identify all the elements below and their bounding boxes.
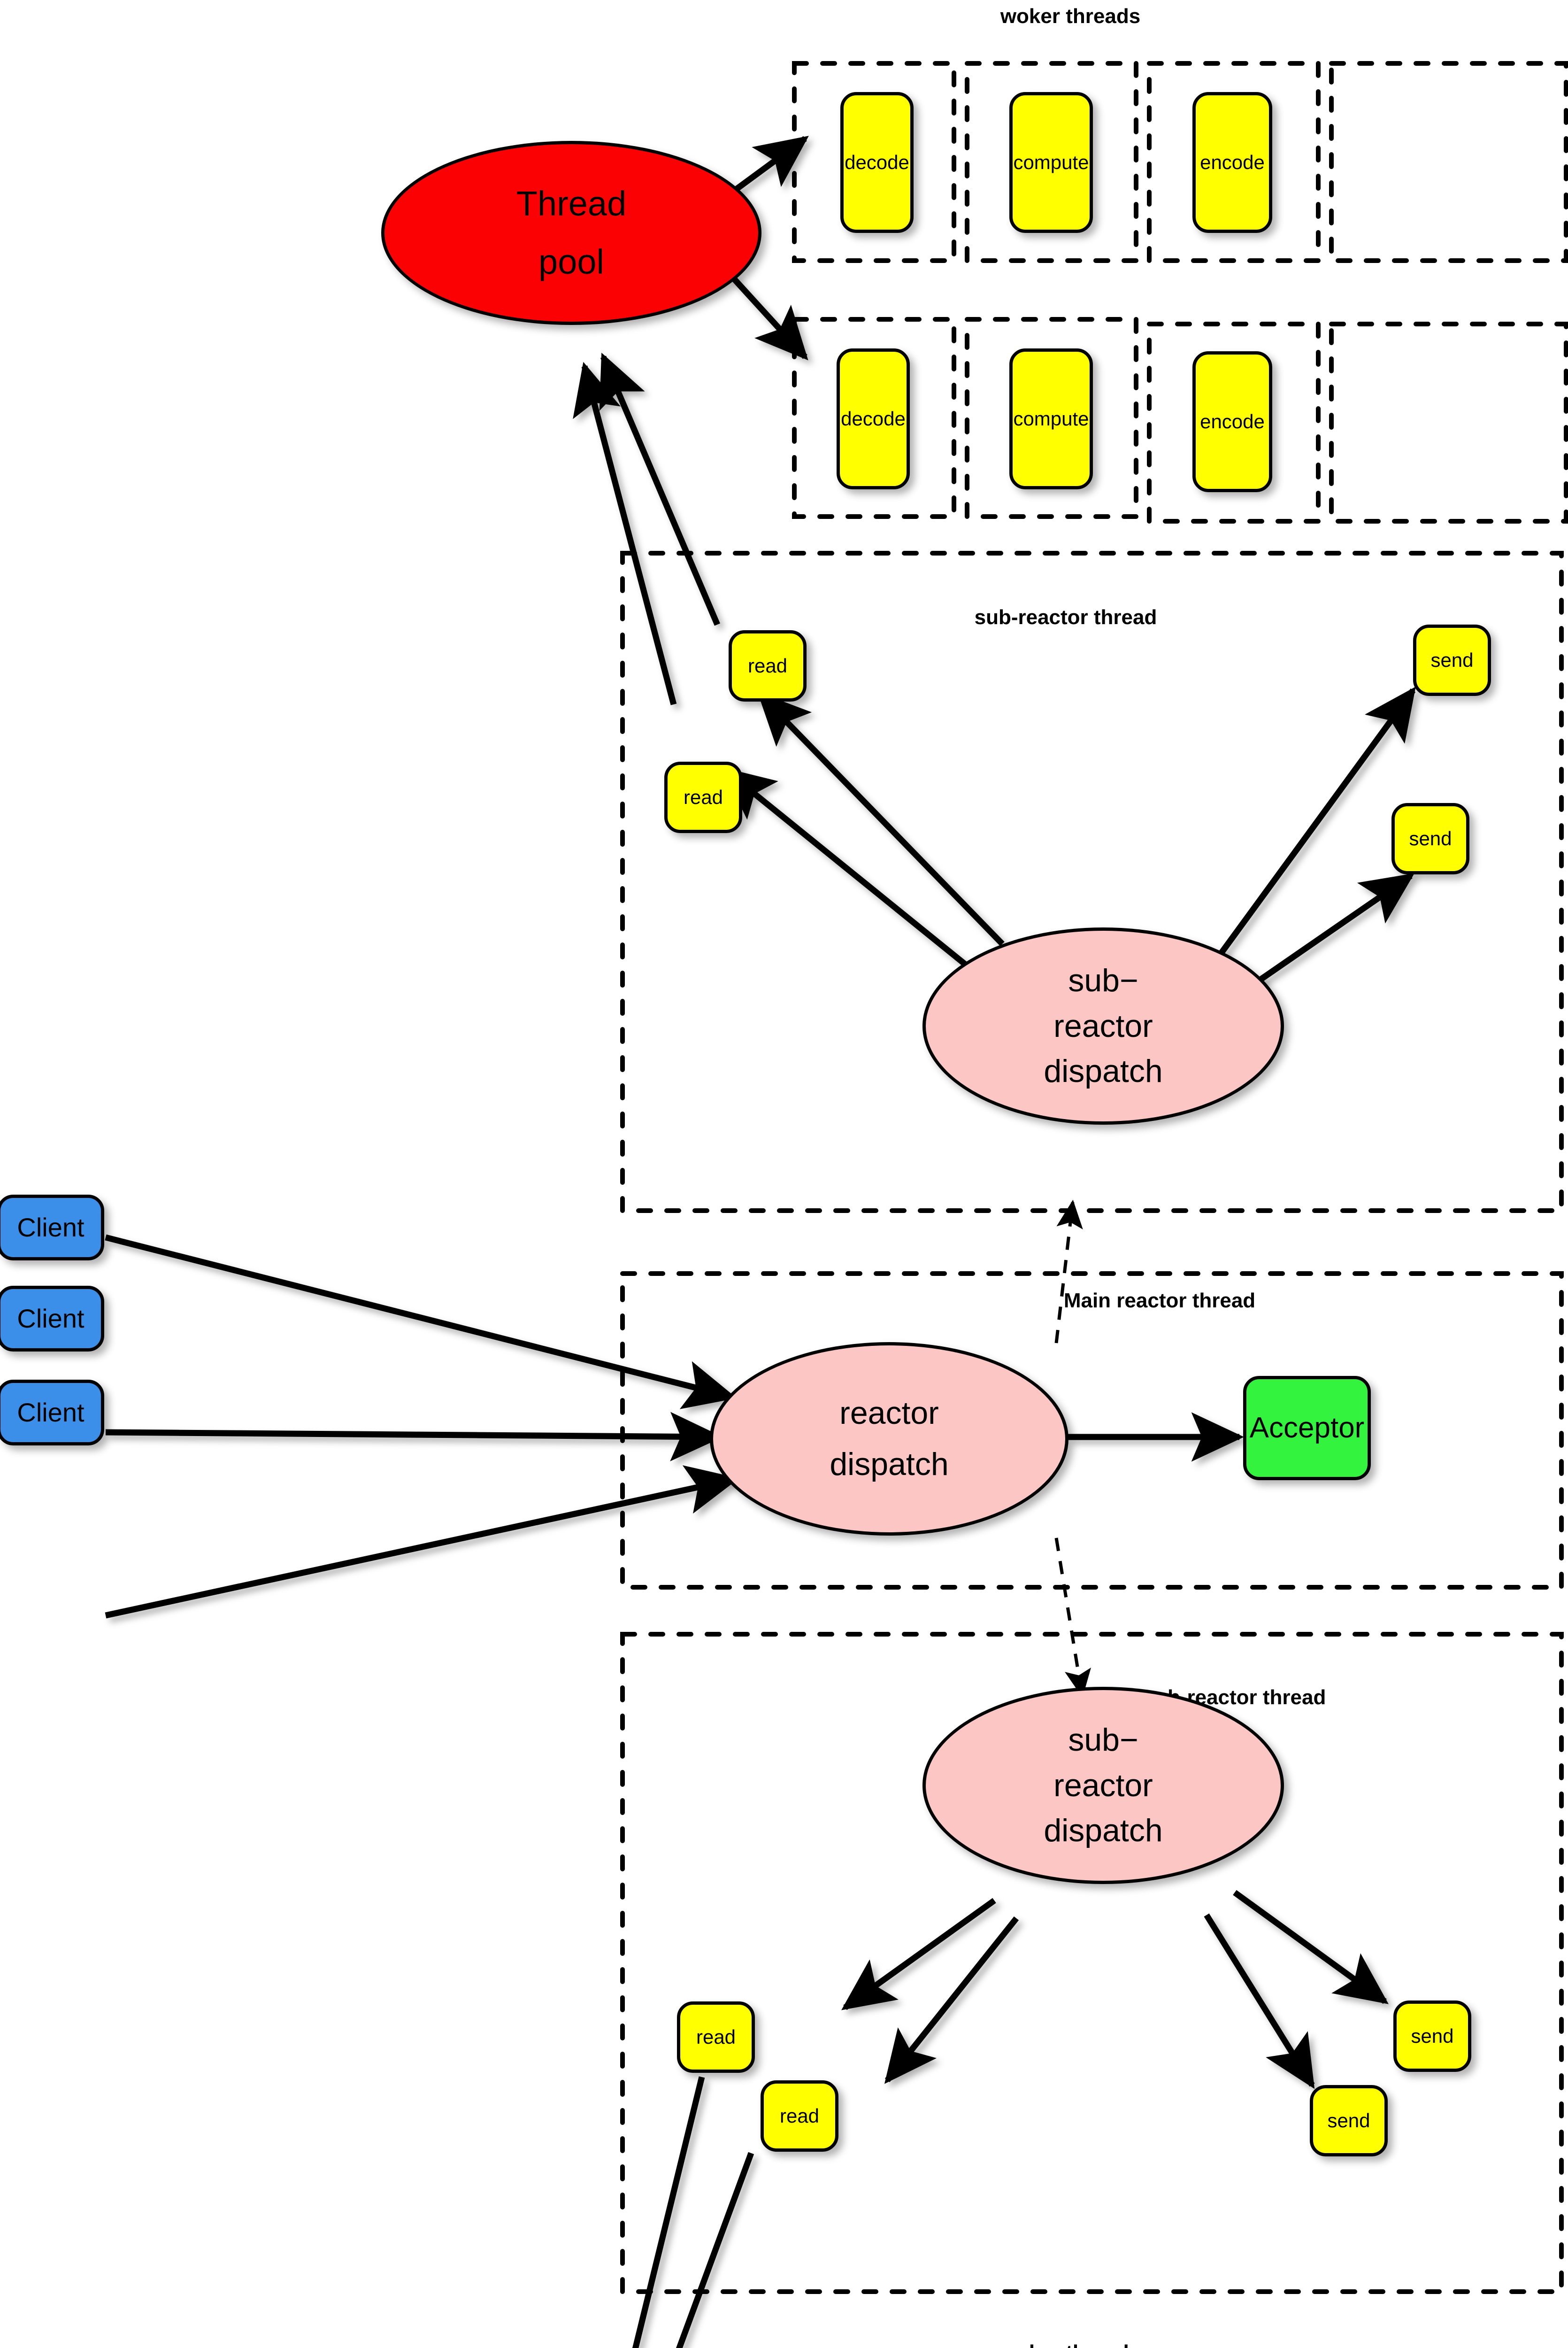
label-sub-reactor-thread-top: sub-reactor thread — [974, 606, 1157, 629]
label-main-reactor-thread: Main reactor thread — [1063, 1289, 1256, 1312]
arrow-client2-to-reactor — [105, 1412, 723, 1461]
acceptor[interactable]: Acceptor — [1243, 1376, 1371, 1480]
arrow-read1-to-threadpool-bottom — [632, 2076, 705, 2348]
arrow-subreactor-bottom-to-read2 — [884, 1916, 1019, 2084]
arrow-client3-to-reactor — [105, 1465, 739, 1619]
worker-task-compute-top-2[interactable]: compute — [1009, 348, 1093, 489]
arrow-read1-to-threadpool-top — [599, 353, 720, 626]
thread-pool-top[interactable]: Thread pool — [381, 141, 761, 325]
worker-task-compute-top-1[interactable]: compute — [1009, 92, 1093, 233]
reactor-dispatch[interactable]: reactor dispatch — [710, 1342, 1068, 1536]
sub-reactor-dispatch-bottom[interactable]: sub− reactor dispatch — [922, 1687, 1284, 1884]
sub-reactor-dispatch-top-line3: dispatch — [1044, 1053, 1163, 1089]
arrow-subreactor-top-to-read2 — [722, 767, 986, 982]
thread-pool-top-line2: pool — [538, 242, 604, 281]
arrow-reactor-to-subreactor-bottom — [1054, 1537, 1091, 1698]
arrow-reactor-to-subreactor-top — [1054, 1199, 1083, 1344]
arrow-subreactor-top-to-read1 — [757, 692, 1005, 946]
handler-send-bottom-2[interactable]: send — [1310, 2085, 1388, 2156]
handler-read-top-1[interactable]: read — [729, 630, 807, 702]
sub-reactor-dispatch-bottom-line3: dispatch — [1044, 1813, 1163, 1849]
arrow-subreactor-top-to-send1 — [1213, 687, 1416, 962]
sub-reactor-thread-top-box — [620, 551, 1564, 1213]
client-1[interactable]: Client — [0, 1195, 104, 1260]
arrow-read2-to-threadpool-top — [573, 362, 677, 705]
sub-reactor-dispatch-top[interactable]: sub− reactor dispatch — [922, 927, 1284, 1125]
dispatch-dashed-arrows — [1054, 1199, 1091, 1698]
worker-threads-top-row2-boxes — [792, 317, 1568, 524]
label-worker-threads-bottom: woker threads — [939, 2341, 1202, 2348]
reactor-dispatch-line2: dispatch — [830, 1446, 949, 1482]
arrow-subreactor-top-to-send2 — [1242, 873, 1415, 994]
main-reactor-thread-box — [620, 1271, 1564, 1590]
arrow-subreactor-bottom-to-send2 — [1204, 1913, 1315, 2089]
sub-reactor-dispatch-bottom-line2: reactor — [1053, 1767, 1153, 1803]
sub-reactor-thread-bottom-box — [620, 1632, 1564, 2294]
handler-send-bottom-1[interactable]: send — [1393, 2000, 1471, 2072]
arrow-read2-to-threadpool-bottom — [676, 2152, 754, 2348]
thread-pool-top-line1: Thread — [516, 184, 627, 223]
arrow-threadpool-top-to-worker-row2 — [730, 275, 808, 361]
sub-reactor-dispatch-top-line1: sub− — [1068, 962, 1138, 998]
client-3[interactable]: Client — [0, 1380, 104, 1445]
handler-read-top-2[interactable]: read — [664, 762, 742, 833]
reactor-dispatch-line1: reactor — [839, 1395, 939, 1431]
connector-arrows — [105, 136, 1416, 2348]
handler-send-top-2[interactable]: send — [1391, 803, 1469, 874]
worker-task-encode-top-1[interactable]: encode — [1192, 92, 1272, 233]
worker-task-decode-top-1[interactable]: decode — [840, 92, 914, 233]
handler-read-bottom-1[interactable]: read — [677, 2001, 755, 2073]
handler-send-top-1[interactable]: send — [1413, 625, 1491, 696]
worker-threads-top-row1-boxes — [792, 61, 1568, 263]
worker-task-decode-top-2[interactable]: decode — [837, 348, 910, 489]
arrow-client1-to-reactor — [105, 1234, 737, 1409]
arrow-subreactor-bottom-to-send1 — [1233, 1890, 1389, 2004]
worker-task-encode-top-2[interactable]: encode — [1192, 351, 1272, 492]
label-worker-threads-top: woker threads — [1000, 5, 1141, 28]
sub-reactor-dispatch-bottom-line1: sub− — [1068, 1722, 1138, 1758]
client-2[interactable]: Client — [0, 1286, 104, 1352]
sub-reactor-dispatch-top-line2: reactor — [1053, 1008, 1153, 1044]
handler-read-bottom-2[interactable]: read — [761, 2080, 838, 2152]
arrow-subreactor-bottom-to-read1 — [841, 1898, 996, 2010]
arrow-threadpool-top-to-worker-row1 — [723, 136, 809, 200]
